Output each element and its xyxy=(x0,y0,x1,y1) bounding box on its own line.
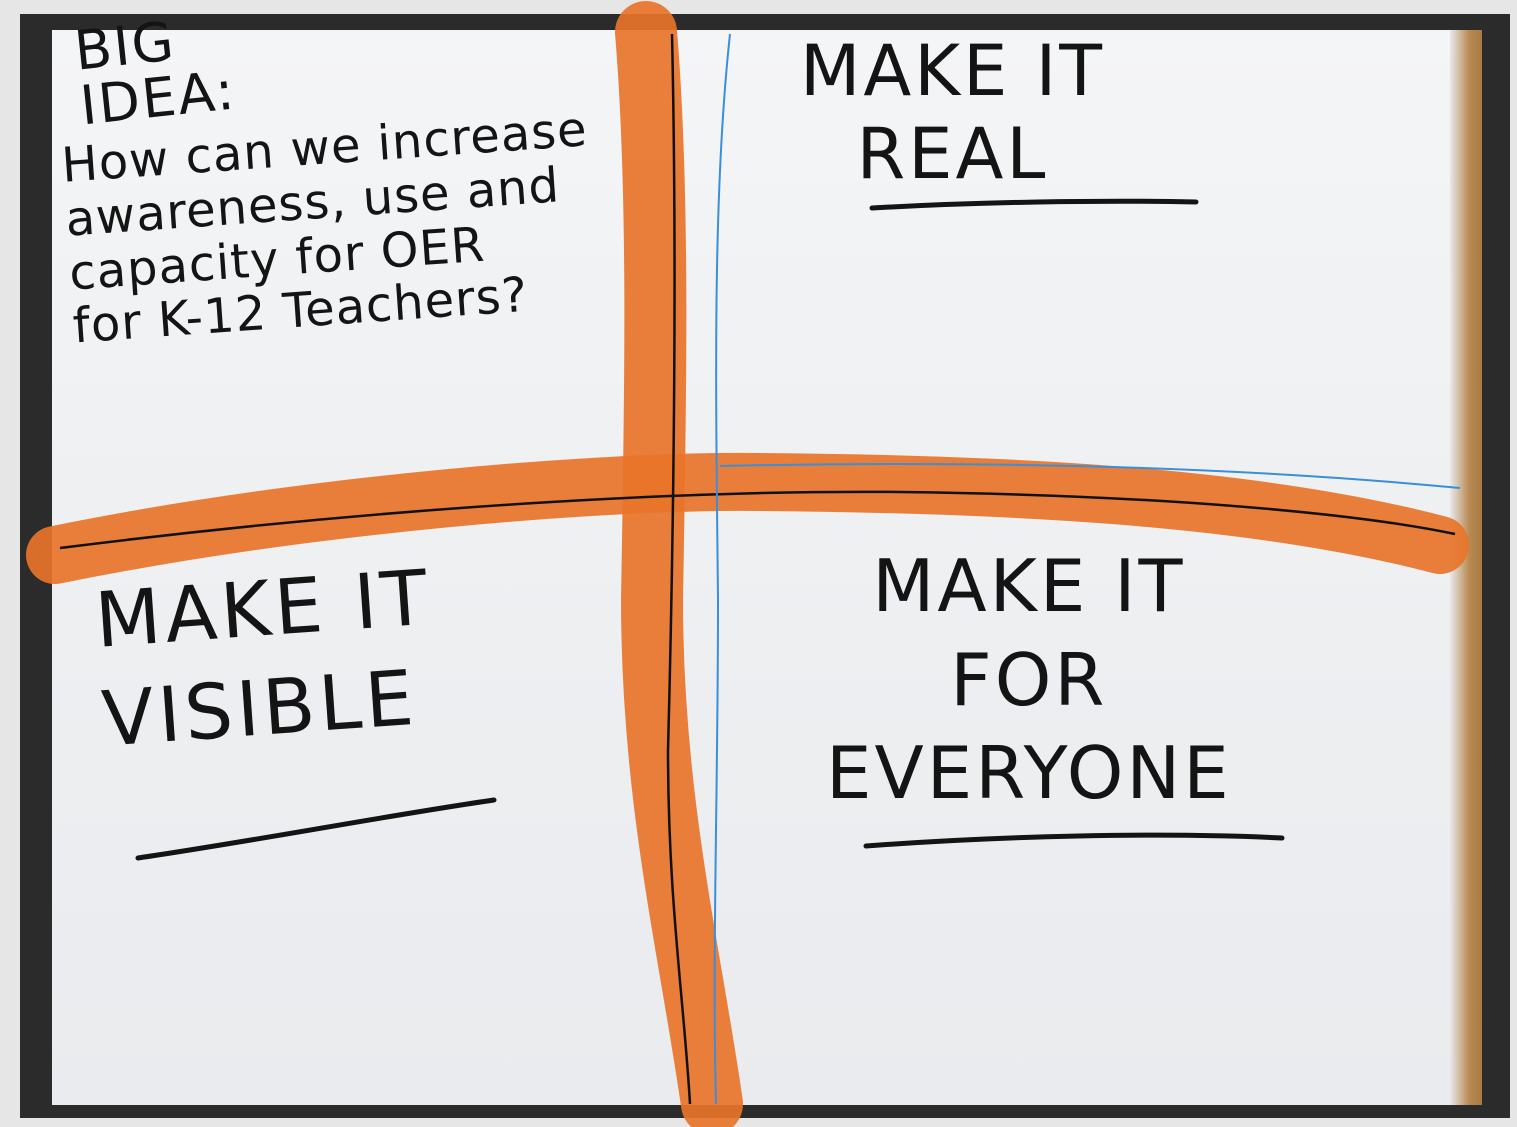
vertical-black-line xyxy=(666,33,692,1105)
big-idea-question: How can we increase awareness, use and c… xyxy=(59,101,590,355)
quadrant-make-it-visible: MAKE IT VISIBLE xyxy=(92,552,435,764)
horizontal-black-line xyxy=(59,490,1456,550)
visible-underline xyxy=(135,797,497,861)
quadrant-make-it-for-everyone: MAKE IT FOR EVERYONE xyxy=(826,544,1232,816)
vertical-blue-line xyxy=(713,33,731,1105)
big-idea-label: BIG IDEA: xyxy=(71,9,239,138)
paper-sheet xyxy=(52,30,1482,1105)
vertical-orange-stroke xyxy=(615,1,743,1127)
real-underline xyxy=(869,198,1199,211)
horizontal-orange-stroke xyxy=(26,452,1469,584)
quadrant-make-it-real: MAKE IT REAL xyxy=(800,30,1106,195)
everyone-underline xyxy=(863,832,1285,849)
horizontal-blue-line xyxy=(719,463,1461,489)
